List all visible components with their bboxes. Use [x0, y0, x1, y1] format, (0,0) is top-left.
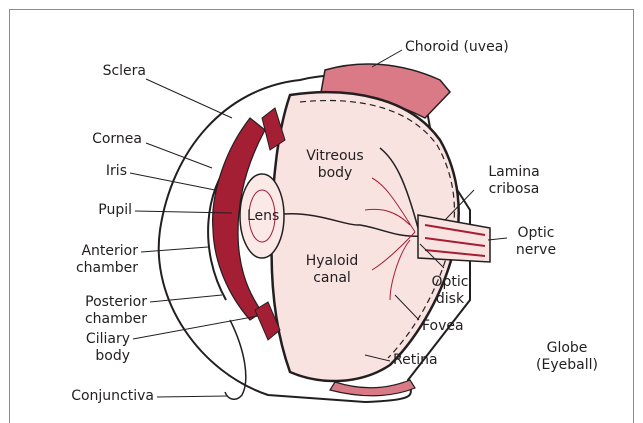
- label-posterior-chamber-line1: Posterior: [60, 294, 147, 311]
- label-cornea: Cornea: [70, 131, 142, 148]
- label-sclera: Sclera: [70, 63, 146, 80]
- label-fovea: Fovea: [422, 318, 464, 335]
- label-ciliary-body-line1: Ciliary: [60, 331, 130, 348]
- label-hyaloid-canal: Hyaloid canal: [296, 253, 368, 287]
- label-hyaloid-canal-line2: canal: [296, 270, 368, 287]
- leader-optic-nerve: [488, 238, 507, 240]
- label-anterior-chamber-line1: Anterior: [60, 243, 138, 260]
- label-vitreous-body-line2: body: [294, 165, 376, 182]
- label-ciliary-body: Ciliary body: [60, 331, 130, 365]
- label-optic-nerve-line1: Optic: [508, 225, 564, 242]
- label-anterior-chamber: Anterior chamber: [60, 243, 138, 277]
- label-optic-nerve: Optic nerve: [508, 225, 564, 259]
- label-optic-nerve-line2: nerve: [508, 242, 564, 259]
- label-globe-line2: (Eyeball): [527, 357, 607, 374]
- label-posterior-chamber: Posterior chamber: [60, 294, 147, 328]
- label-hyaloid-canal-line1: Hyaloid: [296, 253, 368, 270]
- label-optic-disk-line2: disk: [428, 291, 472, 308]
- label-choroid: Choroid (uvea): [405, 39, 509, 56]
- label-globe-line1: Globe: [527, 340, 607, 357]
- leader-sclera: [146, 79, 232, 118]
- label-lamina-cribosa-line2: cribosa: [474, 181, 554, 198]
- label-lens: Lens: [247, 208, 279, 225]
- label-conjunctiva: Conjunctiva: [50, 388, 154, 405]
- label-anterior-chamber-line2: chamber: [60, 260, 138, 277]
- label-lamina-cribosa-line1: Lamina: [474, 164, 554, 181]
- label-vitreous-body-line1: Vitreous: [294, 148, 376, 165]
- label-retina: Retina: [393, 352, 438, 369]
- label-ciliary-body-line2: body: [60, 348, 130, 365]
- label-iris: Iris: [70, 163, 127, 180]
- label-posterior-chamber-line2: chamber: [60, 311, 147, 328]
- label-globe: Globe (Eyeball): [527, 340, 607, 374]
- label-vitreous-body: Vitreous body: [294, 148, 376, 182]
- label-pupil: Pupil: [70, 202, 132, 219]
- label-optic-disk-line1: Optic: [428, 274, 472, 291]
- leader-conjunctiva: [157, 396, 228, 397]
- label-lamina-cribosa: Lamina cribosa: [474, 164, 554, 198]
- label-optic-disk: Optic disk: [428, 274, 472, 308]
